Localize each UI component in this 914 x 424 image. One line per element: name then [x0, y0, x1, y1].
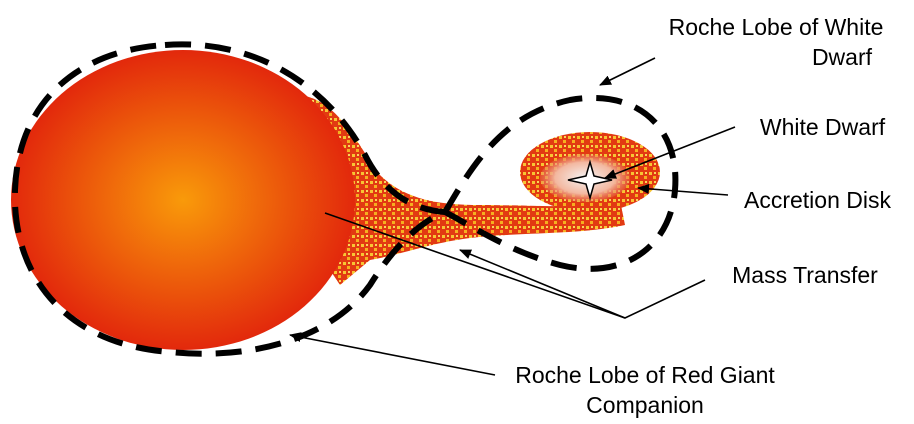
red-giant-star	[11, 50, 355, 350]
label-roche-lobe-red-giant: Roche Lobe of Red Giant Companion	[480, 360, 810, 420]
label-mass-transfer: Mass Transfer	[710, 260, 900, 290]
label-white-dwarf: White Dwarf	[735, 112, 910, 142]
label-roche-lobe-white-dwarf-line2: Dwarf	[640, 42, 912, 72]
label-roche-lobe-red-giant-line2: Companion	[480, 390, 810, 420]
pointer-roche-lobe-red-giant	[290, 335, 495, 375]
label-roche-lobe-red-giant-line1: Roche Lobe of Red Giant	[480, 360, 810, 390]
pointer-mass-transfer	[460, 250, 705, 318]
label-roche-lobe-white-dwarf: Roche Lobe of White Dwarf	[640, 12, 912, 72]
pointer-accretion-disk	[638, 188, 728, 195]
label-accretion-disk: Accretion Disk	[725, 185, 910, 215]
label-roche-lobe-white-dwarf-line1: Roche Lobe of White	[640, 12, 912, 42]
